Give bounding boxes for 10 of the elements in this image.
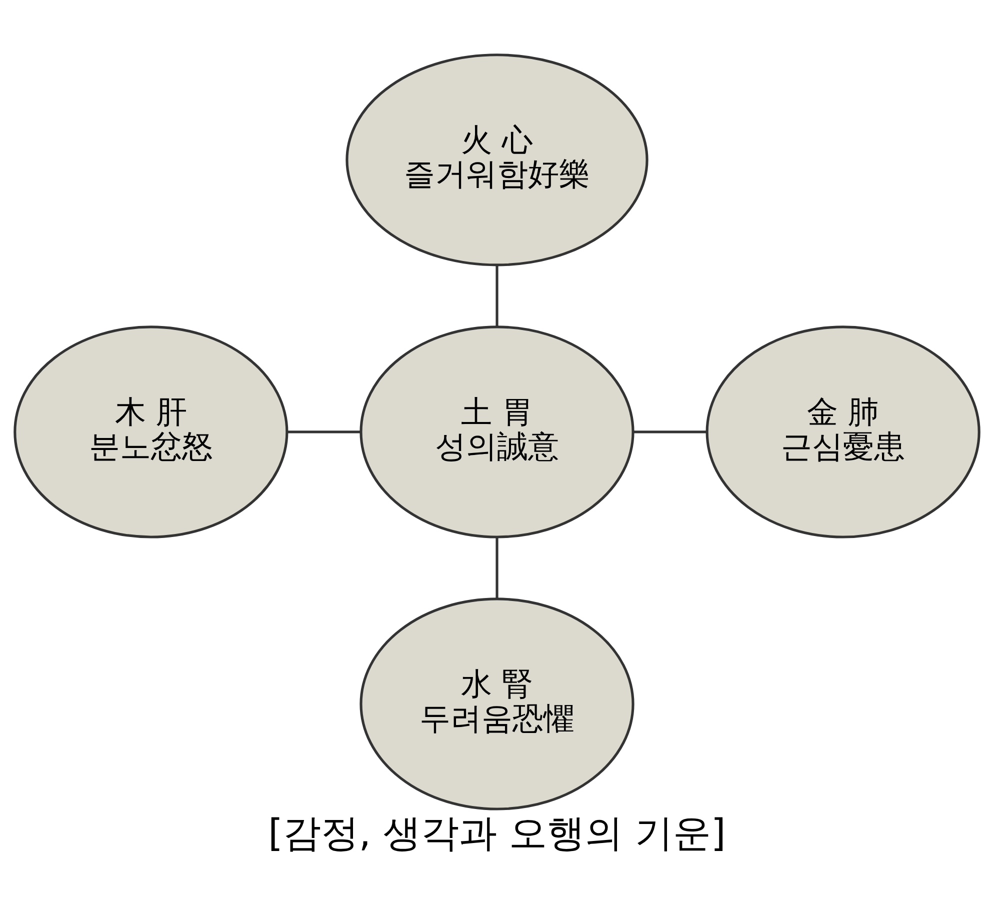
connector <box>287 430 360 434</box>
node-ellipse: 木 肝 분노忿怒 <box>14 326 288 538</box>
node-ellipse: 土 胃 성의誠意 <box>360 326 634 538</box>
node-ellipse: 水 腎 두려움恐懼 <box>360 598 634 810</box>
caption: [감정, 생각과 오행의 기운] <box>268 811 726 856</box>
node-ellipse: 金 肺 근심憂患 <box>706 326 980 538</box>
node-ellipse: 火 心 즐거워함好樂 <box>346 54 648 266</box>
connector <box>496 265 498 327</box>
connector <box>496 538 498 599</box>
connector <box>634 430 706 434</box>
